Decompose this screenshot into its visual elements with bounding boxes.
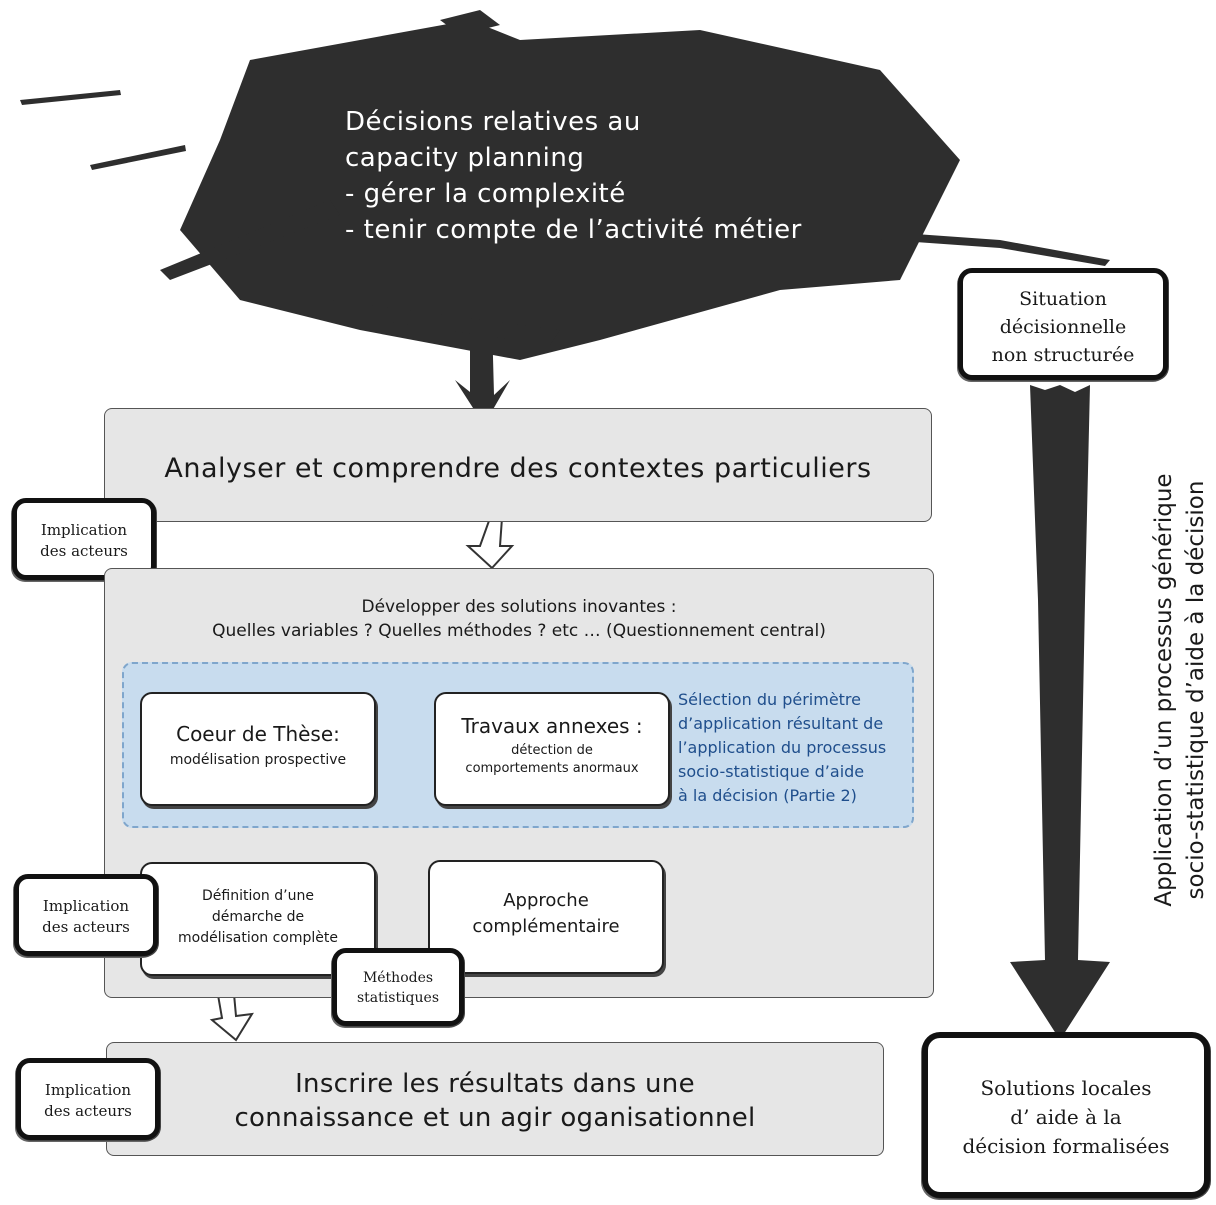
coeur-subtitle: modélisation prospective xyxy=(169,752,347,768)
travaux-subtitle-1: détection de xyxy=(511,743,593,758)
solutions-line-1: Solutions locales xyxy=(980,1076,1152,1100)
selection-line-2: d’application résultant de xyxy=(678,714,884,733)
analyse-panel: Analyser et comprendre des contextes par… xyxy=(104,408,932,522)
process-arrow xyxy=(1010,385,1110,1040)
implication-2-line-2: des acteurs xyxy=(42,918,130,936)
methodes-line-2: statistiques xyxy=(357,990,439,1006)
travaux-box: Travaux annexes : détection de comportem… xyxy=(434,692,670,806)
develop-title-line-2: Quelles variables ? Quelles méthodes ? e… xyxy=(212,621,826,641)
cloud-line-3: - gérer la complexité xyxy=(345,179,626,209)
implication-2-line-1: Implication xyxy=(42,897,130,915)
solutions-line-3: décision formalisées xyxy=(962,1134,1170,1158)
implication-box-1: Implication des acteurs xyxy=(12,498,156,580)
definition-line-1: Définition d’une xyxy=(202,888,314,904)
scribble-cloud xyxy=(20,10,1110,360)
situation-line-1: Situation xyxy=(1019,288,1107,310)
definition-line-2: démarche de xyxy=(211,909,305,925)
cloud-line-4: - tenir compte de l’activité métier xyxy=(345,215,802,245)
selection-line-3: l’application du processus xyxy=(678,738,887,757)
situation-line-3: non structurée xyxy=(991,344,1135,366)
cloud-line-1: Décisions relatives au xyxy=(345,107,641,137)
situation-box: Situation décisionnelle non structurée xyxy=(958,268,1168,380)
coeur-box: Coeur de Thèse: modélisation prospective xyxy=(140,692,376,806)
vertical-label-line-2: socio-statistique d’aide à la décision xyxy=(1183,480,1209,900)
approche-line-2: complémentaire xyxy=(472,916,620,937)
approche-box: Approche complémentaire xyxy=(428,860,664,974)
situation-line-2: décisionnelle xyxy=(999,316,1127,338)
implication-1-line-1: Implication xyxy=(40,521,128,539)
vertical-label: Application d’un processus générique soc… xyxy=(1148,440,1216,940)
selection-line-5: à la décision (Partie 2) xyxy=(678,786,857,805)
selection-line-1: Sélection du périmètre xyxy=(678,690,861,709)
methodes-line-1: Méthodes xyxy=(362,970,434,986)
inscrire-panel: Inscrire les résultats dans une connaiss… xyxy=(106,1042,884,1156)
develop-title-line-1: Développer des solutions inovantes : xyxy=(361,597,677,617)
definition-line-3: modélisation complète xyxy=(177,930,338,946)
analyse-title: Analyser et comprendre des contextes par… xyxy=(164,453,872,484)
implication-box-3: Implication des acteurs xyxy=(16,1058,160,1140)
selection-line-4: socio-statistique d’aide xyxy=(678,762,865,781)
methodes-box: Méthodes statistiques xyxy=(332,948,464,1026)
implication-1-line-2: des acteurs xyxy=(40,542,128,560)
vertical-label-line-1: Application d’un processus générique xyxy=(1151,473,1177,907)
cloud-text: Décisions relatives au capacity planning… xyxy=(345,104,802,248)
solutions-line-2: d’ aide à la xyxy=(1010,1105,1122,1129)
inscrire-line-2: connaissance et un agir oganisationnel xyxy=(234,1103,756,1133)
implication-3-line-1: Implication xyxy=(44,1081,132,1099)
implication-box-2: Implication des acteurs xyxy=(14,874,158,956)
cloud-line-2: capacity planning xyxy=(345,143,585,173)
inscrire-line-1: Inscrire les résultats dans une xyxy=(295,1069,695,1099)
implication-3-line-2: des acteurs xyxy=(44,1102,132,1120)
solutions-box: Solutions locales d’ aide à la décision … xyxy=(922,1032,1210,1198)
approche-line-1: Approche xyxy=(503,890,589,911)
travaux-subtitle-2: comportements anormaux xyxy=(465,761,639,776)
coeur-title: Coeur de Thèse: xyxy=(176,722,340,746)
cloud-arrow xyxy=(455,320,510,425)
travaux-title: Travaux annexes : xyxy=(461,714,643,738)
selection-text: Sélection du périmètre d’application rés… xyxy=(678,688,886,808)
